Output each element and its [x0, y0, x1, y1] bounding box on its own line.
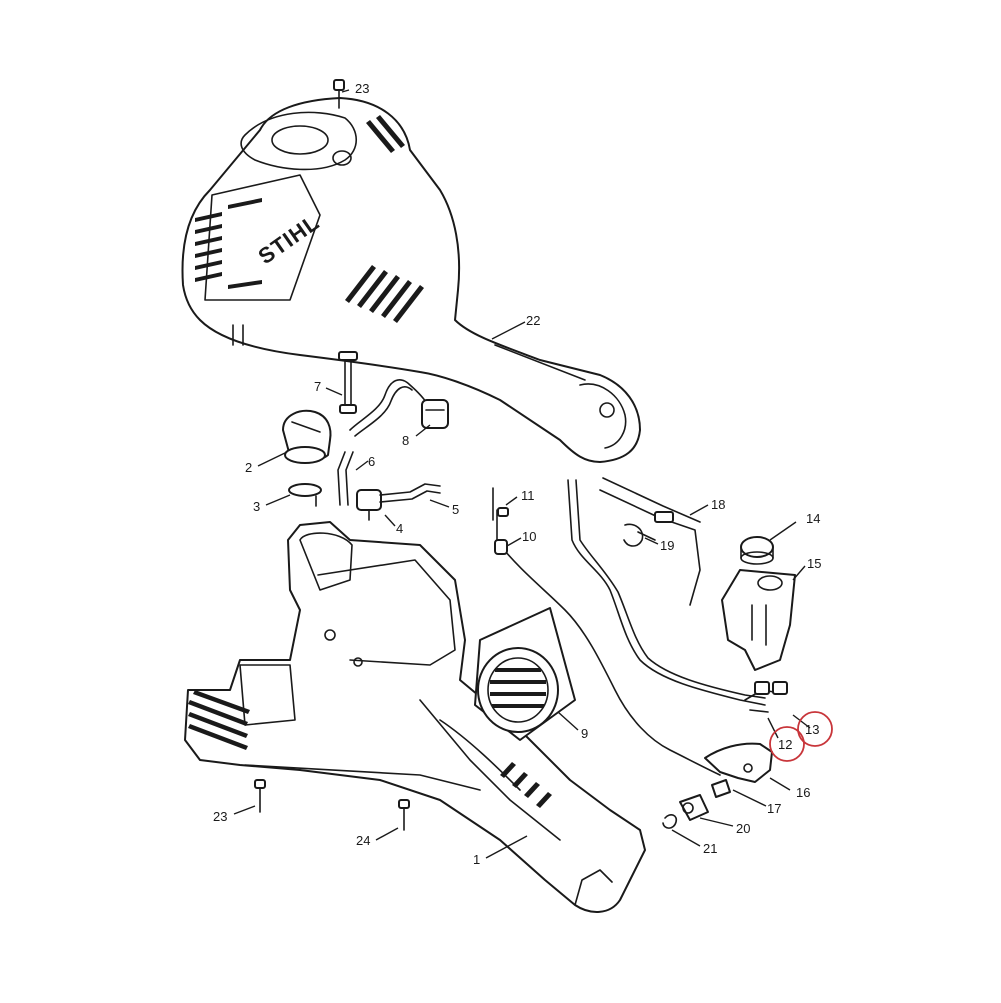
callout-7: 7	[314, 379, 321, 394]
wiring-harness-part	[567, 477, 766, 706]
hose-part	[337, 451, 354, 506]
connector-parts	[744, 681, 788, 713]
highlight-marks	[769, 711, 833, 762]
callout-1: 1	[473, 852, 480, 867]
screw-bottom-parts	[254, 779, 410, 831]
clip-part	[623, 523, 656, 547]
callout-24: 24	[356, 833, 370, 848]
callout-22: 22	[526, 313, 540, 328]
callout-9: 9	[581, 726, 588, 741]
leader-lines	[233, 89, 811, 859]
highlight-circle-13	[797, 711, 833, 747]
callout-labels: 1 2 3 4 5 6 7 8 9 10 11 12 13 14 15 16 1…	[213, 81, 821, 867]
callout-15: 15	[807, 556, 821, 571]
callout-18: 18	[711, 497, 725, 512]
callout-13: 13	[805, 722, 819, 737]
callout-3: 3	[253, 499, 260, 514]
callout-8: 8	[402, 433, 409, 448]
fuel-filter-part	[349, 379, 449, 437]
callout-11: 11	[521, 488, 535, 503]
callout-6: 6	[368, 454, 375, 469]
throttle-trigger-part	[704, 742, 773, 783]
callout-17: 17	[767, 801, 781, 816]
screw-top-part	[333, 79, 345, 109]
fan-shroud-part	[474, 607, 576, 741]
callout-23-bottom: 23	[213, 809, 227, 824]
callout-23-top: 23	[355, 81, 369, 96]
engine-shroud-part: STIHL	[181, 97, 641, 463]
small-parts	[662, 779, 731, 829]
callout-4: 4	[396, 521, 403, 536]
valve-part	[356, 489, 382, 521]
callout-12: 12	[778, 737, 792, 752]
callout-19: 19	[660, 538, 674, 553]
o-ring-part	[288, 483, 322, 507]
callout-20: 20	[736, 821, 750, 836]
callout-2: 2	[245, 460, 252, 475]
tube-part	[379, 483, 441, 503]
fuel-cap-part	[282, 410, 332, 464]
callout-21: 21	[703, 841, 717, 856]
callout-5: 5	[452, 502, 459, 517]
throttle-cable-part	[494, 509, 721, 776]
switch-housing-part	[721, 569, 796, 671]
callout-10: 10	[522, 529, 536, 544]
callout-14: 14	[806, 511, 820, 526]
highlight-circle-12	[769, 726, 805, 762]
button-part	[740, 536, 774, 565]
callout-16: 16	[796, 785, 810, 800]
screw-11-part	[492, 487, 509, 521]
fuel-hose-part	[338, 351, 358, 414]
main-housing-part	[184, 521, 646, 913]
